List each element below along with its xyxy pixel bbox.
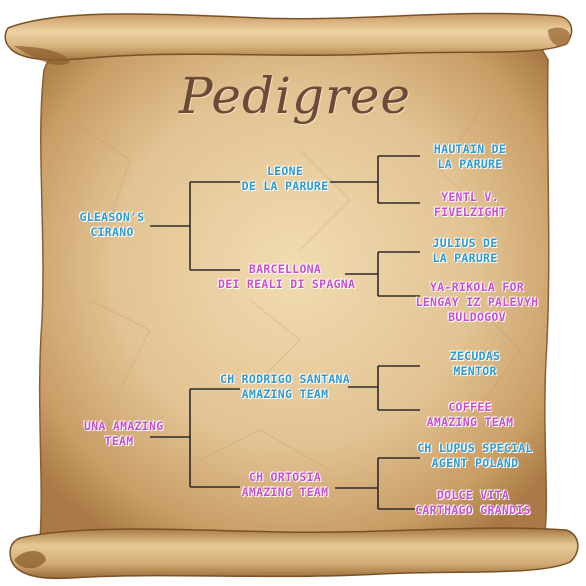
- paternal-grandsire-name: LEONE DE LA PARURE: [241, 164, 329, 193]
- great-grandsire-2-name: JULIUS DE LA PARURE: [432, 236, 498, 265]
- great-granddam-4-name: DOLCE VITA CARTHAGO GRANDIS: [415, 488, 531, 517]
- scroll-bottom-roll: [9, 527, 579, 580]
- page-title: Pedigree: [178, 67, 412, 125]
- great-grandsire-1-name: HAUTAIN DE LA PARURE: [433, 142, 507, 171]
- dog-name: UNA AMAZING TEAM: [84, 419, 164, 448]
- great-granddam-3-name: COFFEE AMAZING TEAM: [426, 400, 514, 429]
- paper-texture: [69, 109, 521, 471]
- maternal-granddam-name: CH ORTOSIA AMAZING TEAM: [241, 470, 329, 499]
- paternal-granddam-name: BARCELLONA DEI REALI DI SPAGNA: [218, 262, 356, 291]
- great-grandsire-3-name: ZECUDAS MENTOR: [449, 349, 501, 378]
- great-granddam-2-name: YA-RIKOLA FOR LENGAY IZ PALEVYH BULDOGOV: [415, 280, 539, 324]
- pedigree-bracket-lines: [150, 155, 420, 510]
- great-grandsire-4-name: CH LUPUS SPECIAL AGENT POLAND: [417, 441, 533, 470]
- maternal-grandsire-name: CH RODRIGO SANTANA AMAZING TEAM: [219, 372, 351, 401]
- great-granddam-1-name: YENTL V. FIVELZIGHT: [433, 190, 507, 219]
- sire-name: GLEASON'S CIRANO: [79, 210, 145, 239]
